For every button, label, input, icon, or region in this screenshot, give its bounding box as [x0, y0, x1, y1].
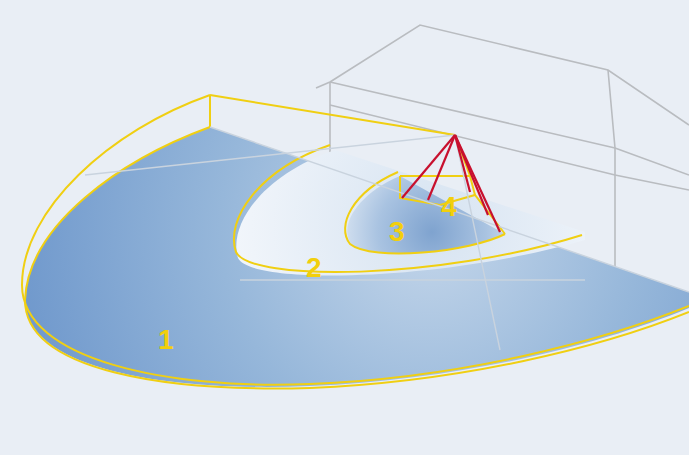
- ground-edge: [85, 127, 689, 350]
- sensor-beams: [402, 135, 500, 232]
- zone-2-area: [236, 150, 585, 275]
- callout-number: 4: [441, 193, 457, 221]
- callout-number: 1: [158, 326, 174, 354]
- zone-1-area: [25, 127, 689, 387]
- callout-number: 2: [306, 254, 322, 282]
- callout-number: 3: [389, 218, 405, 246]
- house-outline: [316, 25, 689, 270]
- zone-outlines: [22, 95, 689, 388]
